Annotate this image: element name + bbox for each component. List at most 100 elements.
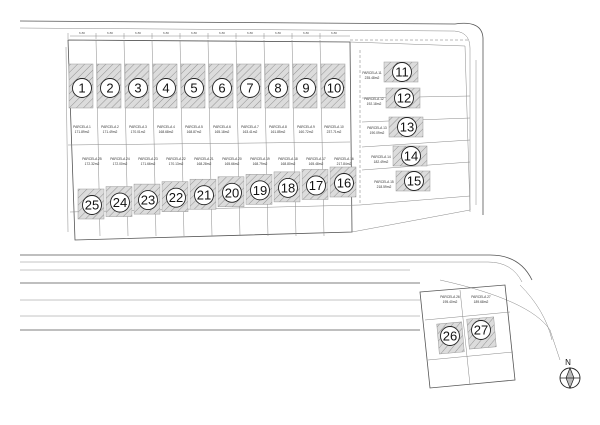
lot-badge[interactable]: 7 — [240, 78, 260, 98]
parcel-area: 189.68m2 — [474, 300, 489, 304]
parcel-area: 171.66m2 — [141, 162, 156, 166]
parcel-area: 190.09m2 — [370, 131, 385, 135]
parcel-area: 163.41m2 — [243, 130, 258, 134]
lot-number: 15 — [407, 174, 421, 189]
parcel-name: PARCELA 24 — [110, 157, 130, 161]
lot-number: 25 — [85, 198, 99, 213]
dimension-label: 6.80 — [191, 31, 197, 35]
south-block — [419, 284, 516, 389]
parcel-name: PARCELA 18 — [278, 157, 298, 161]
lot-badge[interactable]: 1 — [72, 78, 92, 98]
road-central-inner — [20, 261, 523, 283]
parcel-name: PARCELA 27 — [471, 295, 491, 299]
parcel-area: 172.32m2 — [85, 162, 100, 166]
north-arrow-icon — [560, 367, 580, 389]
parcel-name: PARCELA 8 — [269, 125, 287, 129]
lot-badge[interactable]: 23 — [138, 190, 158, 211]
lot-badge[interactable]: 15 — [404, 171, 424, 191]
lot-badge[interactable]: 8 — [268, 78, 288, 98]
dimension-label: 6.80 — [79, 31, 85, 35]
lot-number: 23 — [141, 193, 155, 208]
lot-number: 6 — [218, 81, 225, 96]
parcel-name: PARCELA 6 — [213, 125, 231, 129]
lot-number: 20 — [225, 185, 239, 200]
lot-badge[interactable]: 22 — [166, 187, 186, 208]
parcel-name: PARCELA 22 — [166, 157, 186, 161]
parcel-name: PARCELA 17 — [306, 157, 326, 161]
road-north-edge — [19, 20, 484, 215]
parcel-area: 165.66m2 — [225, 162, 240, 166]
lot-number: 14 — [404, 149, 418, 164]
lot-badge[interactable]: 18 — [278, 177, 298, 198]
lot-badge[interactable]: 3 — [128, 78, 148, 98]
dimension-label: 6.80 — [247, 31, 253, 35]
parcel-area: 168.28m2 — [197, 162, 212, 166]
parcel-area: 165.18m2 — [215, 130, 230, 134]
lot-number: 21 — [197, 188, 211, 203]
lot-badge[interactable]: 25 — [82, 195, 102, 215]
parcel-area: 217.84m2 — [337, 162, 352, 166]
road-north-inner — [19, 27, 471, 212]
parcel-name: PARCELA 1 — [73, 125, 91, 129]
parcel-area: 160.72m2 — [299, 130, 314, 134]
parcel-name: PARCELA 15 — [374, 180, 394, 184]
lot-badge[interactable]: 4 — [156, 78, 176, 98]
parcel-area: 182.49m2 — [374, 160, 389, 164]
lot-badge[interactable]: 10 — [324, 78, 344, 98]
lot-badge[interactable]: 6 — [212, 78, 232, 98]
parcel-area: 192.18m2 — [367, 102, 382, 106]
lot-badge[interactable]: 12 — [394, 88, 414, 108]
lot-badge[interactable]: 14 — [401, 146, 421, 166]
parcel-area: 161.85m2 — [271, 130, 286, 134]
lot-badge[interactable]: 24 — [110, 192, 130, 213]
parcel-area: 171.89m2 — [75, 130, 90, 134]
dimension-label: 6.80 — [163, 31, 169, 35]
parcel-name: PARCELA 9 — [297, 125, 315, 129]
lot-number: 7 — [246, 81, 253, 96]
lot-number: 18 — [281, 180, 295, 195]
lot-badge[interactable]: 13 — [397, 117, 417, 137]
lot-number: 11 — [395, 65, 409, 80]
parcel-area: 171.49m2 — [103, 130, 118, 134]
lot-badge[interactable]: 27 — [471, 320, 491, 340]
lot-badge[interactable]: 17 — [306, 175, 326, 196]
lot-number: 9 — [302, 81, 309, 96]
lot-badge[interactable]: 21 — [194, 185, 214, 206]
lot-badge[interactable]: 19 — [250, 180, 270, 201]
dimension-label: 6.80 — [135, 31, 141, 35]
lot-badge[interactable]: 9 — [296, 78, 316, 98]
parcel-area: 237.71m2 — [327, 130, 342, 134]
parcel-name: PARCELA 12 — [364, 97, 384, 101]
parcel-name: PARCELA 7 — [241, 125, 259, 129]
lot-badge[interactable]: 16 — [334, 173, 354, 193]
parcel-name: PARCELA 2 — [101, 125, 119, 129]
parcel-name: PARCELA 16 — [334, 157, 354, 161]
dimension-label: 6.80 — [275, 31, 281, 35]
parcel-area: 170.13m2 — [169, 162, 184, 166]
lot-number: 2 — [106, 81, 113, 96]
lot-number: 24 — [113, 195, 127, 210]
parcel-area: 165.48m2 — [309, 162, 324, 166]
parcel-area: 218.59m2 — [377, 185, 392, 189]
road-central-top — [20, 254, 533, 281]
parcel-name: PARCELA 3 — [129, 125, 147, 129]
lot-number: 17 — [309, 178, 323, 193]
parcel-area: 172.00m2 — [113, 162, 128, 166]
lot-badge[interactable]: 20 — [222, 182, 242, 203]
lot-number: 13 — [400, 120, 414, 135]
lot-badge[interactable]: 26 — [440, 326, 460, 346]
dimension-label: 6.80 — [219, 31, 225, 35]
parcel-area: 168.80m2 — [281, 162, 296, 166]
parcel-area: 168.87m2 — [187, 130, 202, 134]
lot-badge[interactable]: 2 — [100, 78, 120, 98]
parcel-area: 235.48m2 — [365, 76, 380, 80]
parcel-area: 168.79m2 — [253, 162, 268, 166]
parcel-name: PARCELA 14 — [371, 155, 391, 159]
lot-badge[interactable]: 11 — [392, 62, 412, 82]
lot-badge[interactable]: 5 — [184, 78, 204, 98]
lot-number: 12 — [397, 91, 411, 106]
